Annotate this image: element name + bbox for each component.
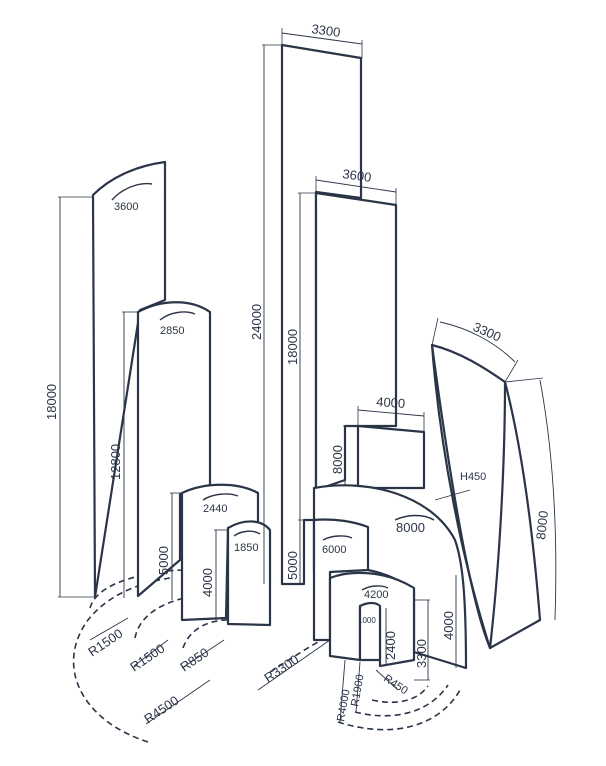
dimline-w4000	[357, 409, 425, 417]
leader-r1500-a	[89, 617, 129, 641]
label-arc-2440: 2440	[203, 503, 227, 515]
panel-4000-block: 4000 8000	[330, 394, 426, 490]
leader-r850	[181, 639, 225, 669]
label-h5000-mid: 5000	[285, 551, 300, 580]
label-r1500-b: R1500	[127, 641, 167, 675]
label-w3300-top: 3300	[311, 21, 342, 40]
panel-1000: 1000 2400	[358, 601, 398, 664]
panel-right-tilted-edge	[430, 344, 492, 649]
label-arc-8000: 8000	[396, 520, 425, 535]
panel-1850-body	[226, 520, 272, 627]
dimline-w3600-mid	[315, 179, 397, 193]
label-r4500: R4500	[141, 693, 181, 727]
dimline-w3300-top	[281, 32, 363, 45]
label-r850: R850	[177, 645, 211, 675]
panel-12800: 2850 12800	[108, 301, 212, 598]
leader-r3300	[257, 639, 331, 691]
arc-symbol-1850	[233, 530, 261, 537]
label-h2400: 2400	[383, 631, 398, 660]
label-h18000-left: 18000	[44, 384, 59, 420]
floor-arc-r1900	[354, 684, 449, 717]
label-w4000: 4000	[376, 394, 406, 411]
panel-1850: 1850 4000	[200, 520, 272, 627]
arc-symbol-2850	[159, 311, 196, 321]
label-arc-3600: 3600	[114, 201, 138, 213]
panel-12800-body	[136, 301, 212, 598]
leader-r450	[375, 669, 399, 691]
dimline-h8000-right	[539, 379, 557, 621]
label-h5000-left: 5000	[156, 546, 171, 575]
label-h24000: 24000	[249, 304, 264, 340]
leader-r1900	[355, 661, 361, 713]
label-arc-1000: 1000	[358, 616, 376, 625]
panel-4000-block-body	[356, 424, 426, 490]
arc-symbol-4200	[361, 585, 389, 591]
label-h12800: 12800	[108, 444, 123, 480]
panel-right-tilted-front	[488, 380, 542, 650]
label-r3300: R3300	[261, 652, 301, 686]
label-r1900: R1900	[349, 674, 366, 708]
label-r4000: R4000	[335, 689, 352, 723]
label-arc-1850: 1850	[234, 542, 258, 554]
dimline-w3300-curved	[439, 321, 516, 363]
dimline-h450	[434, 489, 471, 501]
label-h8000-mid: 8000	[330, 445, 345, 474]
arc-symbol-6000	[322, 535, 353, 541]
leader-r1500-b	[133, 639, 169, 667]
label-arc-6000: 6000	[322, 544, 346, 556]
arc-symbol-3600	[111, 182, 153, 201]
arc-symbol-8000	[394, 514, 435, 521]
leader-r4000	[339, 659, 346, 723]
floor-arc-r450	[371, 685, 429, 704]
label-h8000-right: 8000	[533, 510, 551, 540]
label-w3600-mid: 3600	[342, 166, 373, 185]
label-h4000-right: 4000	[441, 611, 456, 640]
leader-r4500	[145, 679, 211, 725]
floor-arc-r850	[182, 618, 239, 649]
arc-symbol-2440	[202, 493, 239, 501]
panel-left-tall-body	[91, 160, 167, 599]
panel-left-tall: 3600 18000	[44, 160, 167, 599]
label-arc-2850: 2850	[160, 325, 184, 337]
panel-1000-body	[358, 601, 382, 662]
label-r450: R450	[381, 673, 410, 698]
label-h4000-left: 4000	[200, 568, 215, 597]
panel-right-tilted: 3300 8000	[430, 317, 557, 650]
label-h450: H450	[460, 471, 486, 483]
floor-arc-r3300	[269, 639, 323, 673]
label-h3300: 3300	[414, 639, 429, 668]
label-h18000-mid: 18000	[285, 329, 300, 365]
label-arc-4200: 4200	[364, 589, 388, 601]
floor-arc-r4000	[337, 689, 461, 731]
